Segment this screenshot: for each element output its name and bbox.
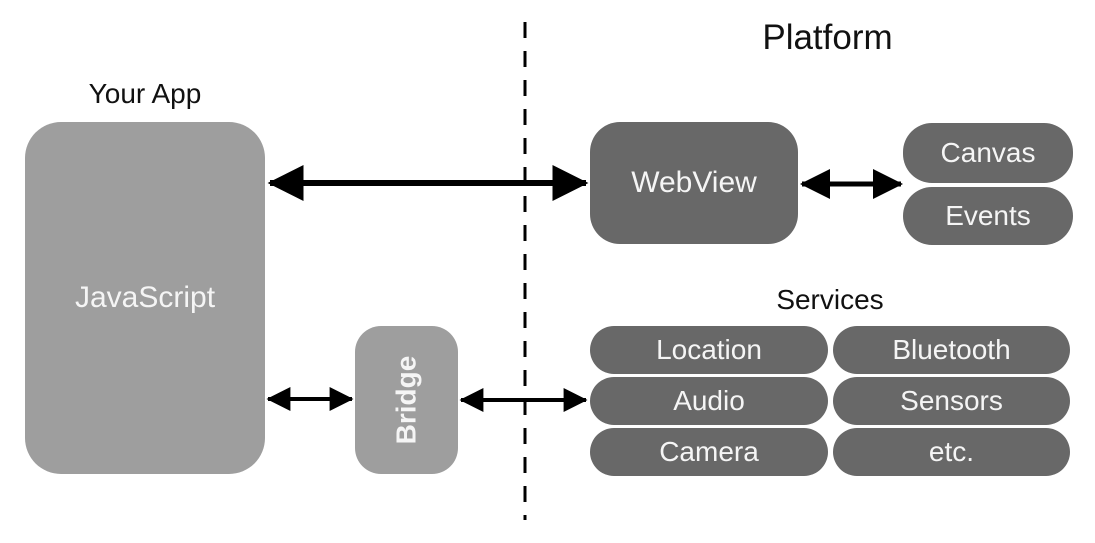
service-pill-etc-label: etc. xyxy=(928,436,975,467)
services-grid: Location Bluetooth Audio Sensors Camera … xyxy=(590,326,1070,476)
javascript-box: JavaScript xyxy=(25,122,265,474)
bridge-box-label: Bridge xyxy=(390,355,422,445)
service-pill-location: Location xyxy=(590,326,828,374)
platform-label: Platform xyxy=(762,18,893,57)
service-pill-audio: Audio xyxy=(590,377,828,425)
services-label: Services xyxy=(776,284,884,315)
service-pill-camera-label: Camera xyxy=(659,436,759,467)
javascript-box-label: JavaScript xyxy=(74,281,216,314)
service-pill-bluetooth-label: Bluetooth xyxy=(892,334,1011,365)
events-pill-label: Events xyxy=(945,200,1031,231)
service-pill-location-label: Location xyxy=(656,334,762,365)
service-pill-camera: Camera xyxy=(590,428,828,476)
canvas-pill: Canvas xyxy=(903,123,1073,183)
events-pill: Events xyxy=(903,187,1073,245)
service-pill-sensors: Sensors xyxy=(833,377,1070,425)
service-pill-audio-label: Audio xyxy=(673,385,745,416)
webview-box: WebView xyxy=(590,122,798,244)
your-app-label: Your App xyxy=(88,78,202,109)
canvas-pill-label: Canvas xyxy=(940,137,1036,168)
service-pill-sensors-label: Sensors xyxy=(900,385,1003,416)
bridge-box: Bridge xyxy=(355,326,458,474)
service-pill-bluetooth: Bluetooth xyxy=(833,326,1070,374)
webview-box-label: WebView xyxy=(631,166,757,199)
service-pill-etc: etc. xyxy=(833,428,1070,476)
